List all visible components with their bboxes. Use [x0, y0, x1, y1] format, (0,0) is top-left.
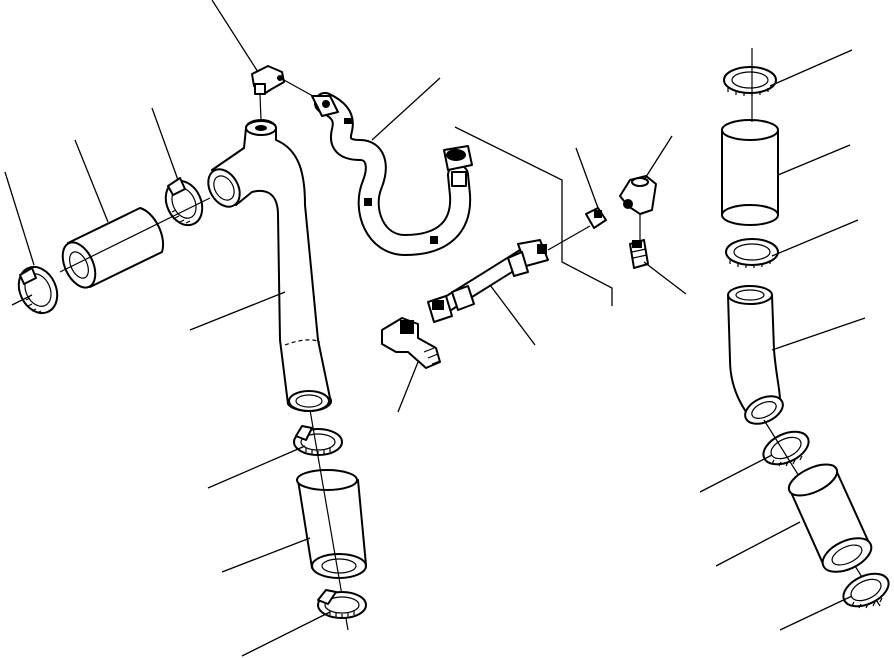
- leader-line-11: [489, 284, 536, 346]
- flexible-hose: [311, 92, 473, 257]
- leader-line-2: [11, 294, 33, 306]
- tee-fitting: [619, 175, 657, 215]
- hose-clamp-right-middle: [725, 238, 779, 268]
- elbow-bolt: [381, 317, 441, 369]
- leader-line-15: [643, 261, 687, 295]
- bent-pipe-right: [727, 285, 784, 425]
- leader-line-3: [74, 139, 109, 223]
- hose-clamp-right-top: [723, 66, 777, 96]
- hose-clamp-right-bottom: [842, 572, 890, 609]
- hose-sleeve-right: [721, 119, 779, 226]
- leader-line-18: [771, 219, 859, 257]
- hose-clamp-center-lower: [317, 589, 367, 619]
- leader-line-6: [211, 0, 259, 73]
- hose-sleeve-left: [61, 207, 165, 289]
- mounting-bracket-outline: [454, 126, 613, 306]
- leader-line-10: [241, 611, 331, 657]
- leader-line-20: [699, 454, 773, 493]
- hose-clamp-left-outer: [17, 265, 59, 315]
- leader-line-5: [189, 291, 286, 331]
- elbow-fitting: [251, 65, 285, 95]
- hose-clamp-left-inner: [164, 177, 204, 227]
- leader-line-9: [221, 537, 311, 573]
- hose-clamp-right-lower: [762, 430, 810, 467]
- leader-line-19: [771, 317, 866, 351]
- bent-pipe-main: [207, 119, 332, 412]
- leader-line-14: [643, 135, 673, 181]
- leader-line-7: [371, 77, 441, 141]
- leader-line-12: [397, 361, 419, 413]
- axis-line-tube: [547, 225, 591, 251]
- leader-line-4: [151, 107, 179, 181]
- leader-line-1: [4, 171, 35, 266]
- axis-line-left: [59, 197, 211, 273]
- tube-assembly: [427, 239, 549, 323]
- adapter-fitting: [585, 207, 607, 229]
- hose-sleeve-center: [296, 469, 367, 579]
- leader-line-21: [715, 521, 801, 567]
- leader-line-8: [207, 445, 306, 489]
- leader-line-17: [777, 144, 851, 176]
- hose-sleeve-right-lower: [787, 463, 873, 573]
- axis-line-elbow: [259, 94, 262, 121]
- leader-line-22: [779, 595, 853, 631]
- nipple-fitting: [629, 239, 649, 269]
- hose-clamp-center-upper: [293, 425, 343, 456]
- leader-line-13: [575, 147, 599, 209]
- leader-line-16: [769, 49, 853, 87]
